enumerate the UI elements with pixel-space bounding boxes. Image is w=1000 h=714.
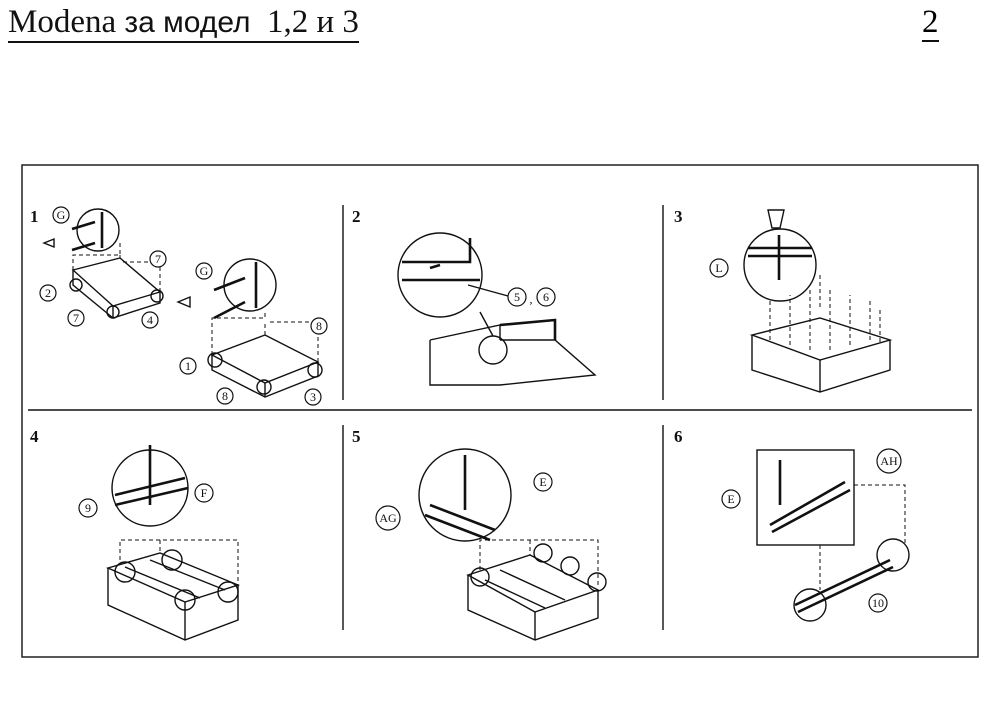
callout-label: 8 bbox=[222, 389, 228, 403]
step-number: 5 bbox=[352, 427, 361, 446]
callout-label: G bbox=[57, 208, 66, 222]
callout-label: , bbox=[530, 292, 533, 306]
step-6-illustration bbox=[756, 449, 910, 622]
step-1-callouts: G 7 2 7 4 G 8 1 8 3 bbox=[39, 206, 328, 406]
step-5-illustration bbox=[418, 448, 607, 641]
callout-label: AG bbox=[379, 511, 397, 525]
step-3-callouts: L bbox=[709, 258, 729, 278]
callout-label: 10 bbox=[872, 596, 884, 610]
callout-label: G bbox=[200, 264, 209, 278]
step-4-callouts: 9 F bbox=[78, 483, 214, 518]
step-2-callouts: 5 , 6 bbox=[507, 287, 556, 307]
callout-label: 3 bbox=[310, 390, 316, 404]
page-number: 2 bbox=[922, 4, 939, 42]
callout-label: 4 bbox=[147, 313, 153, 327]
callout-label: 7 bbox=[73, 311, 79, 325]
callout-label: AH bbox=[880, 454, 898, 468]
step-1-illustration bbox=[42, 208, 323, 398]
title-cyrillic: за модел bbox=[124, 6, 251, 39]
page-title: Modena за модел 1,2 и 3 bbox=[8, 4, 359, 43]
callout-label: E bbox=[727, 492, 734, 506]
step-2-illustration bbox=[397, 232, 597, 386]
callout-label: 7 bbox=[155, 252, 161, 266]
callout-label: 1 bbox=[185, 359, 191, 373]
callout-label: L bbox=[715, 261, 722, 275]
step-number: 3 bbox=[674, 207, 683, 226]
step-3-illustration bbox=[743, 209, 893, 393]
callout-label: 9 bbox=[85, 501, 91, 515]
step-number: 2 bbox=[352, 207, 361, 226]
step-number: 4 bbox=[30, 427, 39, 446]
step-5-callouts: E AG bbox=[375, 472, 553, 531]
diagram-frame bbox=[21, 164, 979, 658]
callout-label: 8 bbox=[316, 319, 322, 333]
step-number: 6 bbox=[674, 427, 683, 446]
title-latin: Modena bbox=[8, 4, 117, 40]
step-6-callouts: AH E 10 bbox=[721, 448, 902, 613]
callout-label: 2 bbox=[45, 286, 51, 300]
callout-label: E bbox=[539, 475, 546, 489]
step-number: 1 bbox=[30, 207, 39, 226]
step-4-illustration bbox=[105, 445, 241, 641]
callout-label: 5 bbox=[514, 290, 520, 304]
callout-label: 6 bbox=[543, 290, 549, 304]
title-models: 1,2 и 3 bbox=[267, 4, 359, 40]
callout-label: F bbox=[201, 486, 208, 500]
